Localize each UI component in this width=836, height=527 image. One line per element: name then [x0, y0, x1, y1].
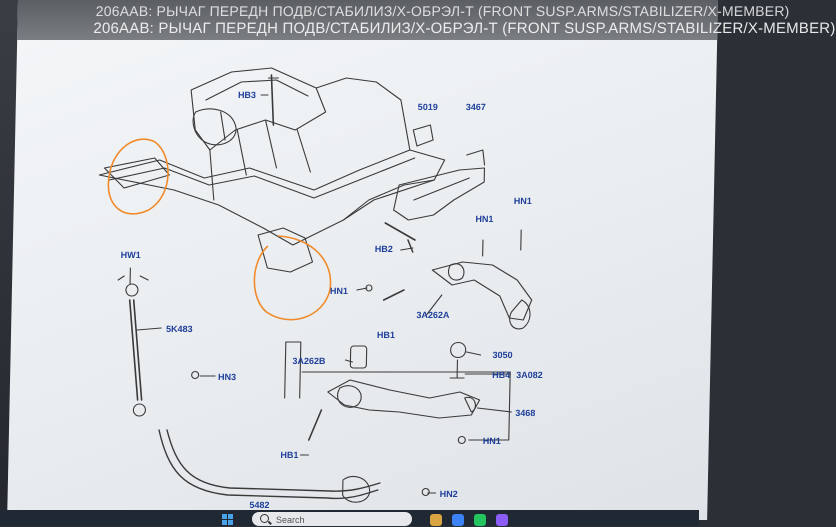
part-callouts: HB3 5019 3467 HN1 HN1 HB2 HW1 HN1 5K483 … — [121, 90, 543, 510]
search-icon — [260, 514, 269, 523]
callout-hb3: HB3 — [238, 90, 256, 100]
highlight-circle-center — [253, 235, 332, 321]
callout-hb1-bottom: HB1 — [280, 450, 298, 460]
callout-hb1-top: HB1 — [377, 330, 395, 340]
highlight-circle-left — [107, 138, 169, 215]
screen: 206AAB: РЫЧАГ ПЕРЕДН ПОДВ/СТАБИЛИЗ/Х-ОБР… — [7, 0, 836, 520]
callout-hb2: HB2 — [375, 244, 393, 254]
app-icon-2[interactable] — [496, 514, 508, 526]
callout-5482: 5482 — [249, 500, 269, 510]
windows-start-icon[interactable] — [222, 514, 234, 526]
callout-3468: 3468 — [515, 408, 535, 418]
callout-hn2: HN2 — [440, 489, 458, 499]
callout-hn1-mid: HN1 — [475, 214, 493, 224]
callout-5k483: 5K483 — [166, 324, 193, 334]
taskbar-search-input[interactable]: Search — [252, 512, 412, 526]
file-explorer-icon[interactable] — [430, 514, 442, 526]
callout-3a082: 3A082 — [516, 370, 543, 380]
callout-hn1-left: HN1 — [330, 286, 348, 296]
search-placeholder: Search — [276, 515, 305, 525]
callout-3a262b: 3A262B — [292, 356, 326, 366]
callout-hb4: HB4 — [492, 370, 510, 380]
browser-icon[interactable] — [452, 514, 464, 526]
app-icon[interactable] — [474, 514, 486, 526]
callout-hn1-top: HN1 — [514, 196, 532, 206]
callout-hn3: HN3 — [218, 372, 236, 382]
callout-5019: 5019 — [418, 102, 438, 112]
callout-hn1-bottom: HN1 — [483, 436, 501, 446]
callout-3a262a: 3A262A — [416, 310, 450, 320]
exploded-parts-diagram: HB3 5019 3467 HN1 HN1 HB2 HW1 HN1 5K483 … — [98, 67, 543, 510]
subframe-line-art — [98, 67, 533, 503]
callout-3050: 3050 — [492, 350, 512, 360]
highlight-annotations — [107, 138, 332, 321]
callout-3467: 3467 — [466, 102, 486, 112]
callout-hw1: HW1 — [121, 250, 141, 260]
